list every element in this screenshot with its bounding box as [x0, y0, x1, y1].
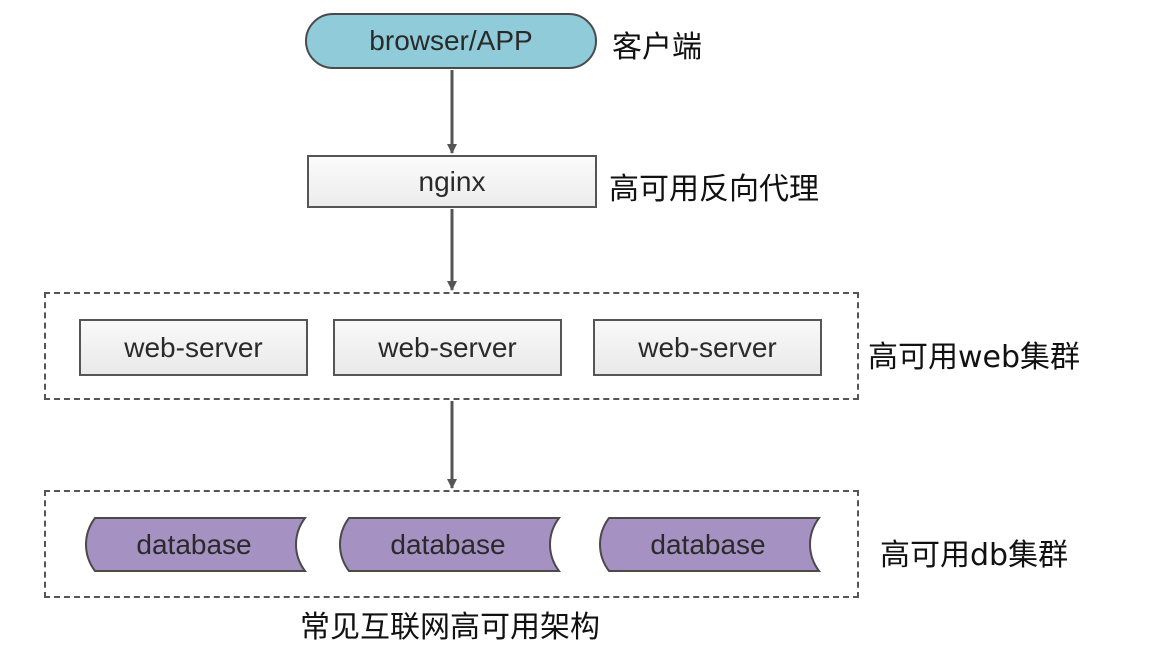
- db-cluster-boundary: [44, 490, 859, 598]
- diagram-caption: 常见互联网高可用架构: [300, 610, 600, 645]
- client-label: 客户端: [612, 30, 702, 65]
- db-cluster-label: 高可用db集群: [880, 538, 1069, 573]
- database-node: database: [79, 516, 309, 573]
- database-node: database: [593, 516, 823, 573]
- web-server-text: web-server: [124, 331, 263, 363]
- web-server-text: web-server: [378, 331, 517, 363]
- web-server-node: web-server: [593, 319, 822, 376]
- web-cluster-label: 高可用web集群: [868, 340, 1081, 375]
- database-shape: [85, 517, 307, 572]
- web-server-node: web-server: [79, 319, 308, 376]
- database-text: database: [390, 528, 506, 560]
- client-node: browser/APP: [305, 13, 597, 69]
- proxy-label: 高可用反向代理: [609, 172, 819, 207]
- web-server-node: web-server: [333, 319, 562, 376]
- database-text: database: [136, 528, 252, 560]
- web-cluster-boundary: [44, 292, 859, 400]
- web-server-text: web-server: [638, 331, 777, 363]
- nginx-node: nginx: [307, 155, 597, 208]
- database-text: database: [650, 528, 766, 560]
- database-shape: [339, 517, 561, 572]
- nginx-node-text: nginx: [418, 165, 486, 197]
- client-node-text: browser/APP: [369, 25, 533, 56]
- database-node: database: [333, 516, 563, 573]
- database-shape: [599, 517, 821, 572]
